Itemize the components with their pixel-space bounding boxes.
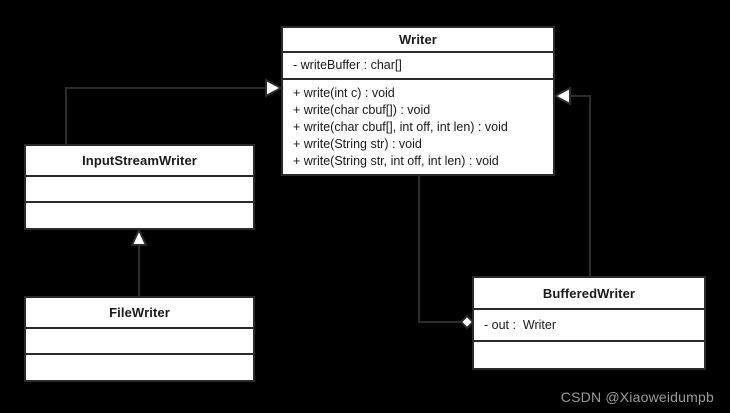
generalization-inputstreamwriter-to-writer [65, 78, 284, 144]
hollow-triangle-arrowhead [130, 227, 148, 246]
watermark-label: CSDN @Xiaoweidumpb [560, 389, 714, 405]
attributes-compartment-bufferedwriter: - out : Writer [474, 308, 704, 340]
operation-item: + write(String str) : void [293, 137, 422, 151]
attributes-compartment-filewriter [26, 326, 253, 354]
operations-compartment-filewriter [26, 353, 253, 380]
class-name-writer: Writer [399, 32, 437, 47]
hollow-triangle-arrowhead [265, 78, 284, 98]
operation-item: + write(char cbuf[], int off, int len) :… [293, 120, 508, 134]
attributes-compartment-writer: - writeBuffer : char[] [283, 51, 553, 78]
class-name-filewriter: FileWriter [109, 304, 170, 320]
class-box-bufferedwriter[interactable]: BufferedWriter - out : Writer [472, 276, 706, 370]
operation-item: + write(char cbuf[]) : void [293, 103, 431, 117]
operations-compartment-writer: + write(int c) : void + write(char cbuf[… [283, 78, 553, 174]
generalization-bufferedwriter-to-writer [552, 86, 591, 276]
class-box-writer[interactable]: Writer - writeBuffer : char[] + write(in… [281, 26, 555, 176]
operation-item: + write(String str, int off, int len) : … [293, 154, 499, 168]
class-box-inputstreamwriter[interactable]: InputStreamWriter [24, 144, 255, 230]
class-name-inputstreamwriter: InputStreamWriter [82, 152, 197, 168]
class-box-filewriter[interactable]: FileWriter [24, 296, 255, 382]
attributes-compartment-inputstreamwriter [26, 174, 253, 202]
operation-item: + write(int c) : void [293, 86, 395, 100]
operations-compartment-bufferedwriter [474, 340, 704, 368]
class-name-bufferedwriter: BufferedWriter [542, 285, 636, 301]
attribute-item: - out : Writer [484, 317, 557, 332]
hollow-triangle-arrowhead [552, 86, 571, 106]
attribute-item: - writeBuffer : char[] [293, 58, 402, 72]
operations-compartment-inputstreamwriter [26, 201, 253, 228]
aggregation-writer-bufferedwriter [418, 176, 475, 330]
generalization-filewriter-to-inputstreamwriter [130, 227, 148, 296]
